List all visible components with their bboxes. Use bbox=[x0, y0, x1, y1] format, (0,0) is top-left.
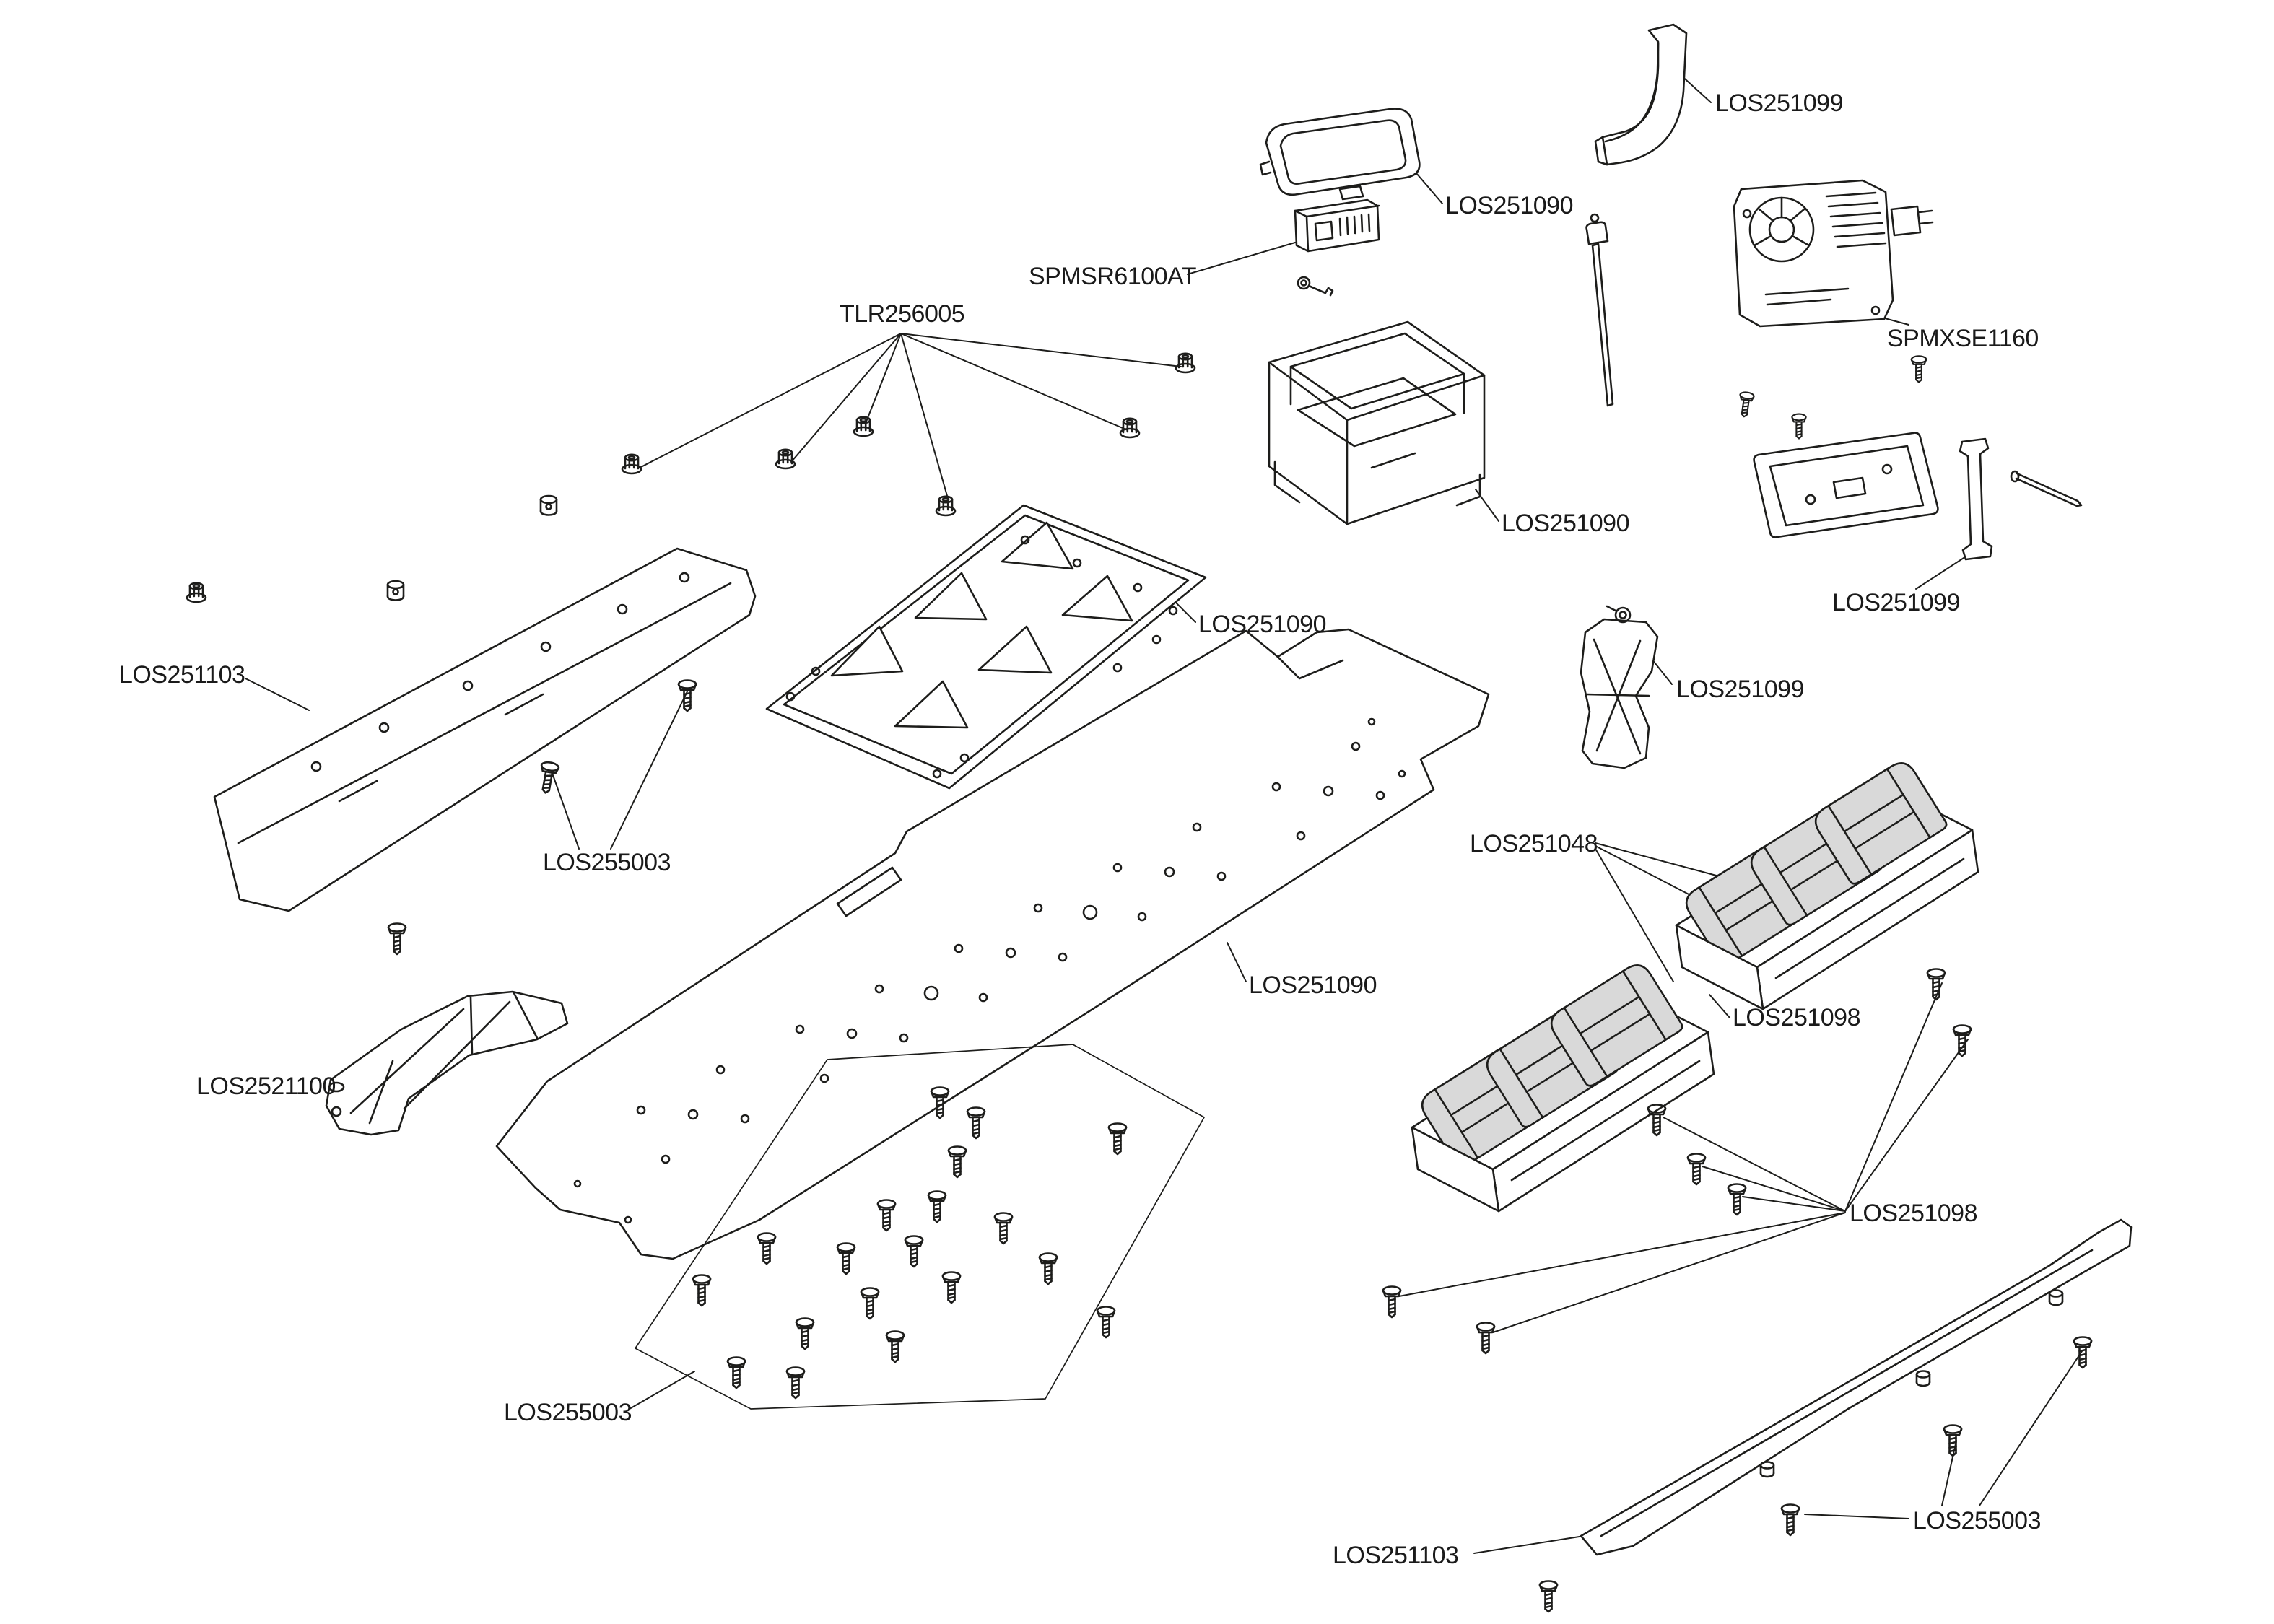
locknut bbox=[186, 582, 207, 603]
part-label-tlr256005: TLR256005 bbox=[840, 300, 965, 328]
locknut bbox=[1119, 417, 1141, 439]
screw bbox=[836, 1242, 856, 1275]
screw bbox=[1780, 1503, 1800, 1537]
screw bbox=[1107, 1122, 1128, 1156]
screw bbox=[1382, 1285, 1402, 1319]
body-post bbox=[2048, 1289, 2064, 1306]
screw bbox=[692, 1274, 712, 1307]
locknut bbox=[775, 448, 796, 470]
screw bbox=[941, 1271, 962, 1304]
part-antenna-tube bbox=[1585, 213, 1614, 407]
part-label-los251099-strap: LOS251099 bbox=[1832, 589, 1961, 616]
part-chassis-brace bbox=[325, 990, 569, 1136]
part-bracket-top bbox=[1594, 23, 1688, 166]
mount-post bbox=[539, 494, 558, 516]
part-screw-set-area bbox=[635, 1044, 1205, 1410]
part-label-los251090-chassis: LOS251090 bbox=[1249, 972, 1377, 999]
part-label-spmxse1160: SPMXSE1160 bbox=[1887, 325, 2039, 352]
screw bbox=[885, 1330, 905, 1363]
part-label-los251098-tray: LOS251098 bbox=[1733, 1004, 1861, 1031]
screw bbox=[1538, 1580, 1559, 1613]
part-esc bbox=[1733, 179, 1934, 328]
screw bbox=[1038, 1252, 1058, 1285]
screw bbox=[1952, 1024, 1972, 1057]
part-label-los251090-topplate: LOS251090 bbox=[1198, 611, 1327, 638]
part-esc-mount-plate bbox=[1753, 432, 1939, 538]
screw bbox=[966, 1106, 986, 1140]
screw bbox=[1943, 1424, 1963, 1457]
screw bbox=[757, 1232, 777, 1265]
screw bbox=[1791, 413, 1807, 440]
part-bracket-mid bbox=[1580, 605, 1659, 769]
part-battery-tray-left bbox=[1411, 959, 1715, 1213]
part-label-los251103-right: LOS251103 bbox=[1333, 1542, 1459, 1569]
part-label-los251103-left: LOS251103 bbox=[119, 661, 245, 689]
part-battery-box bbox=[1268, 320, 1486, 525]
part-chassis-top-plate bbox=[765, 504, 1207, 790]
screw bbox=[1476, 1322, 1496, 1355]
screw bbox=[387, 922, 407, 956]
part-label-los251099-top: LOS251099 bbox=[1715, 90, 1844, 117]
screw bbox=[927, 1190, 947, 1223]
part-label-los251048: LOS251048 bbox=[1470, 830, 1598, 857]
part-main-chassis-plate bbox=[495, 628, 1490, 1260]
part-hinge-pin bbox=[2010, 470, 2083, 507]
locknut bbox=[621, 453, 642, 475]
screw bbox=[2073, 1336, 2093, 1369]
body-post bbox=[1915, 1370, 1931, 1387]
screw bbox=[1736, 390, 1756, 419]
part-label-los255003-panel: LOS255003 bbox=[504, 1399, 632, 1426]
locknut bbox=[1175, 352, 1196, 374]
screw bbox=[1727, 1183, 1747, 1216]
part-label-los251090-box: LOS251090 bbox=[1502, 510, 1630, 537]
screw bbox=[785, 1366, 806, 1400]
part-label-los251099-bracket: LOS251099 bbox=[1676, 676, 1805, 703]
screw bbox=[1926, 968, 1946, 1001]
locknut bbox=[853, 416, 874, 437]
screw bbox=[1910, 355, 1927, 383]
part-battery-tray-right bbox=[1675, 756, 1979, 1010]
mount-post bbox=[386, 580, 405, 601]
part-label-los255003-left: LOS255003 bbox=[543, 849, 671, 876]
screw bbox=[993, 1212, 1014, 1245]
part-label-los255003-right: LOS255003 bbox=[1913, 1507, 2042, 1534]
part-label-los2521100: LOS2521100 bbox=[196, 1073, 336, 1100]
part-label-los251090-lid: LOS251090 bbox=[1445, 192, 1574, 219]
locknut bbox=[935, 495, 957, 517]
part-battery-strap bbox=[1959, 437, 1993, 561]
screw bbox=[947, 1145, 967, 1179]
screw bbox=[677, 679, 697, 712]
part-bind-key bbox=[1297, 276, 1334, 297]
part-side-guard-right bbox=[1580, 1218, 2133, 1556]
part-box-lid bbox=[1259, 108, 1421, 201]
part-side-guard-left bbox=[213, 547, 757, 912]
part-receiver bbox=[1294, 198, 1380, 253]
screw bbox=[904, 1235, 924, 1268]
screw bbox=[1096, 1306, 1116, 1339]
part-label-spmsr6100at: SPMSR6100AT bbox=[1029, 263, 1196, 290]
screw bbox=[795, 1317, 815, 1350]
screw bbox=[726, 1356, 746, 1389]
screw bbox=[860, 1287, 880, 1320]
screw bbox=[876, 1199, 897, 1232]
screw bbox=[536, 760, 561, 795]
screw bbox=[1686, 1153, 1707, 1186]
part-label-los251098-screws: LOS251098 bbox=[1850, 1200, 1978, 1227]
